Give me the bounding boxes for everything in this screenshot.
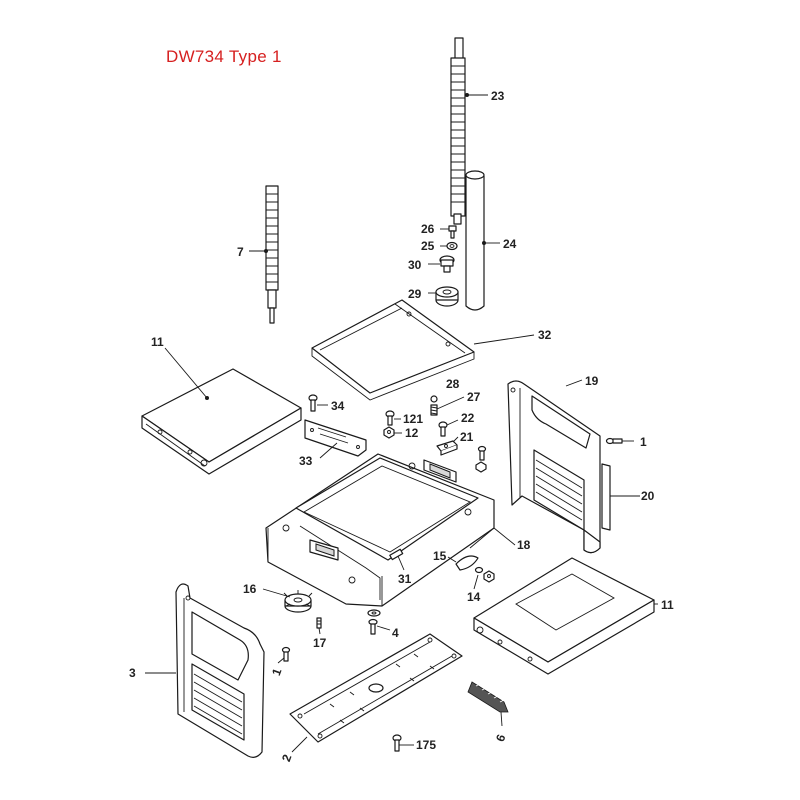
part-16-gear (283, 590, 313, 613)
leader-16 (262, 588, 291, 598)
part-15-clip (455, 555, 479, 571)
leader-24 (482, 241, 500, 245)
label-6: 6 (493, 732, 509, 743)
leader-31 (397, 555, 405, 571)
label-24: 24 (503, 237, 517, 251)
part-17-pin (316, 617, 322, 629)
part-12-nut (383, 426, 395, 439)
label-121: 121 (403, 412, 423, 426)
label-12: 12 (405, 426, 419, 440)
label-20: 20 (641, 489, 655, 503)
leader-18 (493, 527, 516, 546)
label-2: 2 (279, 752, 295, 763)
part-11-right-extension-table (473, 557, 655, 675)
part-7-threaded-rod (265, 185, 279, 324)
label-25: 25 (421, 239, 435, 253)
part-3-left-side-panel (175, 583, 265, 758)
label-11a: 11 (151, 335, 164, 349)
part-30-knob (439, 255, 455, 273)
leader-27 (436, 396, 465, 410)
label-28: 28 (446, 377, 460, 391)
label-33: 33 (299, 454, 313, 468)
label-16: 16 (243, 582, 257, 596)
part-24-column (465, 170, 485, 311)
leader-11a (164, 347, 209, 400)
leader-19 (565, 379, 583, 387)
part-20-label (601, 463, 611, 531)
part-11-left-extension-table (141, 368, 302, 475)
part-26-screw (448, 225, 457, 239)
label-29: 29 (408, 287, 422, 301)
part-32-top-plate (311, 299, 475, 401)
part-2-base-plate (289, 633, 463, 743)
part-14-screw-nut (474, 566, 495, 583)
leader-4 (376, 625, 391, 631)
leader-21 (452, 436, 459, 443)
label-15: 15 (433, 549, 447, 563)
label-18: 18 (517, 538, 531, 552)
leader-32 (473, 334, 535, 345)
label-31: 31 (398, 572, 412, 586)
leader-7 (249, 249, 268, 253)
part-1-screw-right (605, 437, 623, 445)
part-175-screw (392, 734, 402, 752)
part-21-bracket (436, 440, 458, 456)
part-1-screw-left (281, 646, 291, 662)
label-21: 21 (460, 430, 474, 444)
label-32: 32 (538, 328, 552, 342)
leader-14 (473, 574, 479, 590)
label-7: 7 (237, 245, 244, 259)
label-30: 30 (408, 258, 422, 272)
part-33-rail (304, 419, 367, 457)
leader-23 (465, 93, 488, 97)
part-18-main-housing (265, 453, 495, 607)
label-4: 4 (392, 626, 399, 640)
label-11b: 11 (661, 598, 674, 612)
label-34: 34 (331, 399, 345, 413)
part-19-right-side-panel (507, 380, 601, 554)
part-31-screw (389, 548, 404, 561)
part-29-gear (435, 286, 459, 307)
leader-2 (291, 736, 308, 753)
part-23-threaded-column (450, 37, 466, 225)
part-4-screw-washer (367, 609, 381, 635)
leader-33 (319, 442, 338, 459)
part-6-chain (467, 681, 509, 713)
part-121-screw (385, 410, 395, 426)
label-175: 175 (416, 738, 436, 752)
leader-17 (318, 627, 321, 635)
part-25-washer (446, 241, 458, 251)
leader-1b (277, 657, 285, 664)
label-22: 22 (461, 411, 475, 425)
diagram-title: DW734 Type 1 (166, 47, 282, 66)
part-34-screw (308, 394, 318, 412)
leader-15 (447, 556, 457, 563)
part-28-ball (430, 395, 438, 403)
leader-6 (500, 711, 503, 727)
label-17: 17 (313, 636, 327, 650)
label-1b: 1 (269, 666, 285, 677)
leader-22 (446, 419, 459, 426)
part-22-screw (438, 421, 448, 437)
label-27: 27 (467, 390, 481, 404)
label-1a: 1 (640, 435, 647, 449)
part-screw-and-nut-right (475, 445, 487, 473)
label-23: 23 (491, 89, 505, 103)
label-26: 26 (421, 222, 435, 236)
label-14: 14 (467, 590, 481, 604)
label-19: 19 (585, 374, 599, 388)
label-3: 3 (129, 666, 136, 680)
part-27-spring (430, 404, 438, 416)
